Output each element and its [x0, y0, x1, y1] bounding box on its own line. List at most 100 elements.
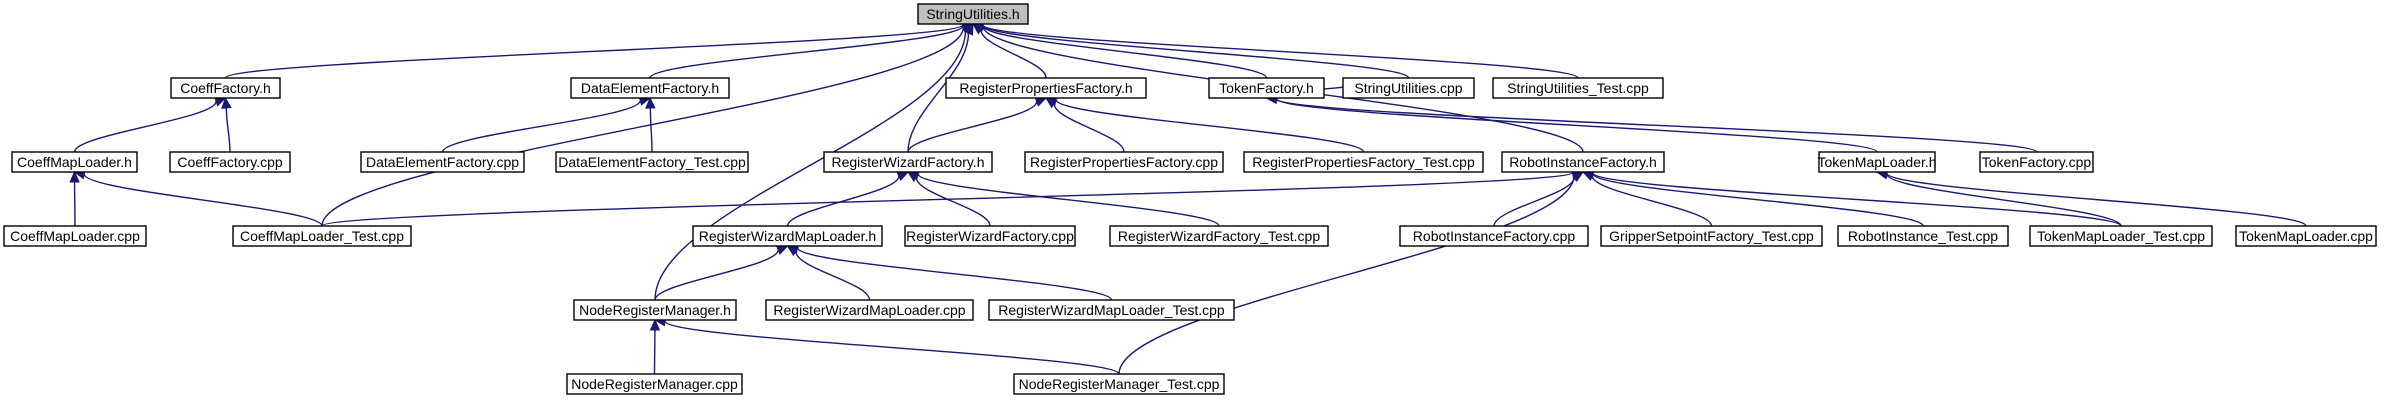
arrowhead-icon [775, 245, 789, 255]
edge-line [321, 171, 1574, 227]
node-label: RobotInstance_Test.cpp [1848, 228, 1998, 244]
arrowhead-icon [69, 170, 80, 183]
node-label: CoeffFactory.cpp [177, 154, 283, 170]
node-tokenfactory-cpp[interactable]: TokenFactory.cpp [1979, 151, 2094, 173]
edge-dataelementfactory-test-cpp-to-dataelementfactory-h [645, 96, 656, 153]
node-coeffmaploader-cpp[interactable]: CoeffMapLoader.cpp [3, 225, 147, 247]
node-label: CoeffMapLoader_Test.cpp [240, 228, 404, 244]
edge-line [1055, 99, 1365, 153]
edge-line [786, 175, 900, 227]
node-stringutilities-test-cpp[interactable]: StringUtilities_Test.cpp [1492, 77, 1664, 99]
arrowhead-icon [963, 22, 974, 36]
edge-line [1592, 172, 1924, 227]
node-box [169, 151, 291, 173]
edge-line [321, 26, 965, 227]
node-box [692, 225, 883, 247]
node-robotinstance-test-cpp[interactable]: RobotInstance_Test.cpp [1837, 225, 2009, 247]
node-label: RegisterWizardFactory_Test.cpp [1118, 228, 1321, 244]
node-label: RegisterPropertiesFactory_Test.cpp [1252, 154, 1475, 170]
edge-line [664, 320, 1120, 375]
edge-line [224, 24, 964, 79]
node-stringutilities-h[interactable]: StringUtilities.h [917, 3, 1029, 25]
node-registerwizardfactory-h[interactable]: RegisterWizardFactory.h [823, 151, 993, 173]
edge-line [917, 173, 1220, 227]
node-dataelementfactory-h[interactable]: DataElementFactory.h [570, 77, 730, 99]
node-label: TokenMapLoader.cpp [2239, 228, 2373, 244]
edge-line [982, 24, 1410, 79]
edge-line [915, 177, 991, 227]
node-box [11, 151, 138, 173]
node-box [904, 225, 1076, 247]
edge-line [1493, 176, 1576, 227]
node-dataelementfactory-cpp[interactable]: DataElementFactory.cpp [360, 151, 525, 173]
node-box [566, 373, 743, 395]
node-tokenmaploader-cpp[interactable]: TokenMapLoader.cpp [2235, 225, 2377, 247]
node-label: RegisterWizardFactory.h [831, 154, 984, 170]
edge-coeffmaploader-test-cpp-to-coeffmaploader-h [73, 169, 323, 227]
node-label: RegisterPropertiesFactory.h [959, 80, 1132, 96]
node-registerwizardfactory-cpp[interactable]: RegisterWizardFactory.cpp [904, 225, 1076, 247]
node-noderegistermanager-h[interactable]: NodeRegisterManager.h [573, 299, 737, 321]
edge-line [1275, 98, 1878, 153]
node-box [360, 151, 525, 173]
edge-coeffmaploader-test-cpp-to-robotinstancefactory-h [321, 167, 1585, 227]
node-registerwizardmaploader-cpp[interactable]: RegisterWizardMapLoader.cpp [765, 299, 974, 321]
edge-line [654, 30, 967, 301]
node-box [1024, 151, 1224, 173]
node-stringutilities-cpp[interactable]: StringUtilities.cpp [1342, 77, 1475, 99]
node-box [1837, 225, 2009, 247]
node-coeffmaploader-test-cpp[interactable]: CoeffMapLoader_Test.cpp [232, 225, 412, 247]
node-box [1342, 77, 1475, 99]
edge-coeffmaploader-h-to-coefffactory-h [73, 96, 227, 153]
edge-grippersetpointfactory-test-cpp-to-robotinstancefactory-h [1581, 171, 1713, 227]
edge-tokenmaploader-test-cpp-to-robotinstancefactory-h [1581, 167, 2122, 227]
node-noderegistermanager-cpp[interactable]: NodeRegisterManager.cpp [566, 373, 743, 395]
arrowhead-icon [221, 96, 232, 109]
node-tokenmaploader-test-cpp[interactable]: TokenMapLoader_Test.cpp [2029, 225, 2213, 247]
node-registerwizardmaploader-test-cpp[interactable]: RegisterWizardMapLoader_Test.cpp [988, 299, 1235, 321]
node-robotinstancefactory-cpp[interactable]: RobotInstanceFactory.cpp [1399, 225, 1589, 247]
node-coefffactory-h[interactable]: CoeffFactory.h [170, 77, 281, 99]
edge-tokenmaploader-cpp-to-tokenmaploader-h [1875, 168, 2307, 227]
node-dataelementfactory-test-cpp[interactable]: DataElementFactory_Test.cpp [555, 151, 749, 173]
node-label: CoeffFactory.h [180, 80, 271, 96]
edge-line [1886, 173, 2122, 227]
edge-line [796, 246, 1113, 301]
node-tokenfactory-h[interactable]: TokenFactory.h [1208, 77, 1325, 99]
arrowhead-icon [1034, 96, 1048, 107]
node-box [1243, 151, 1484, 173]
node-registerwizardfactory-test-cpp[interactable]: RegisterWizardFactory_Test.cpp [1109, 225, 1329, 247]
node-label: GripperSetpointFactory_Test.cpp [1609, 228, 1814, 244]
node-box [765, 299, 974, 321]
edge-line [654, 249, 779, 301]
edge-line [1886, 172, 2307, 227]
node-label: DataElementFactory.cpp [366, 154, 519, 170]
node-robotinstancefactory-h[interactable]: RobotInstanceFactory.h [1501, 151, 1665, 173]
node-noderegistermanager-test-cpp[interactable]: NodeRegisterManager_Test.cpp [1013, 373, 1225, 395]
edge-line [83, 173, 323, 227]
node-coefffactory-cpp[interactable]: CoeffFactory.cpp [169, 151, 291, 173]
node-registerwizardmaploader-h[interactable]: RegisterWizardMapLoader.h [692, 225, 883, 247]
edge-line [982, 24, 1579, 79]
edge-coefffactory-cpp-to-coefffactory-h [221, 96, 232, 153]
node-registerpropertiesfactory-cpp[interactable]: RegisterPropertiesFactory.cpp [1024, 151, 1224, 173]
edge-line [980, 29, 1047, 79]
edge-line [73, 101, 217, 153]
node-coeffmaploader-h[interactable]: CoeffMapLoader.h [11, 151, 138, 173]
node-label: RegisterWizardFactory.cpp [906, 228, 1074, 244]
edge-robotinstance-test-cpp-to-robotinstancefactory-h [1581, 168, 1924, 227]
arrowhead-icon [645, 96, 656, 109]
node-registerpropertiesfactory-test-cpp[interactable]: RegisterPropertiesFactory_Test.cpp [1243, 151, 1484, 173]
node-label: StringUtilities.cpp [1354, 80, 1462, 96]
edge-tokenmaploader-h-to-tokenfactory-h [1265, 93, 1878, 153]
node-label: NodeRegisterManager.h [579, 302, 731, 318]
node-box [917, 3, 1029, 25]
edge-dataelementfactory-cpp-to-dataelementfactory-h [441, 95, 652, 153]
node-registerpropertiesfactory-h[interactable]: RegisterPropertiesFactory.h [945, 77, 1147, 99]
edge-coeffmaploader-test-cpp-to-stringutilities-h [321, 22, 975, 227]
node-box [2029, 225, 2213, 247]
node-grippersetpointfactory-test-cpp[interactable]: GripperSetpointFactory_Test.cpp [1600, 225, 1823, 247]
edge-line [795, 251, 871, 301]
edge-noderegistermanager-cpp-to-noderegistermanager-h [649, 318, 661, 375]
node-tokenmaploader-h[interactable]: TokenMapLoader.h [1817, 151, 1937, 173]
